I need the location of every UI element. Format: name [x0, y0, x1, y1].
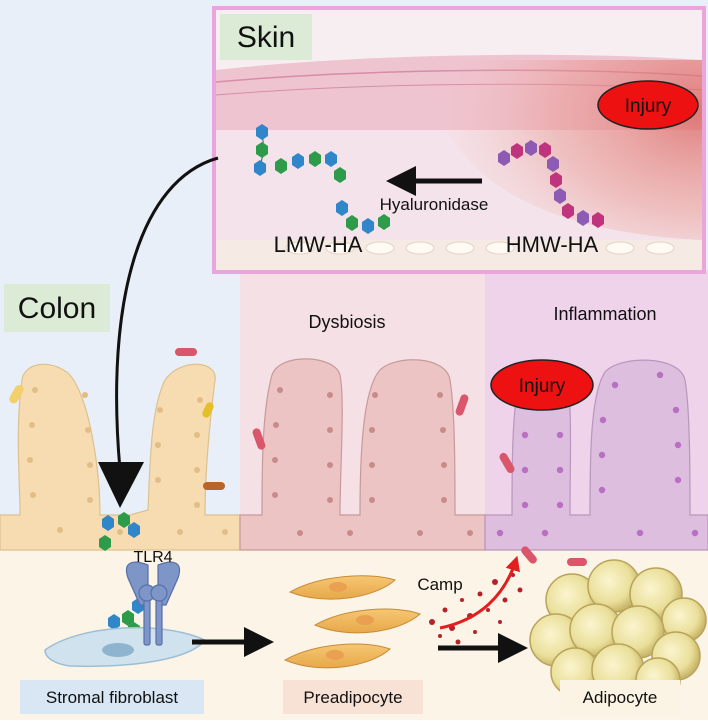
preadipocyte-label: Preadipocyte	[303, 688, 402, 707]
stromal-fibroblast: TLR4	[44, 549, 207, 668]
bacterium-yellow-2	[202, 402, 214, 418]
bacterium-pink-2	[455, 394, 469, 416]
fibroblast-nucleus	[102, 643, 134, 657]
tlr4-receptor	[126, 561, 180, 646]
lmw-ha-chain-1	[254, 124, 268, 176]
colon-title-box	[4, 284, 110, 332]
bacterium-pink-3	[499, 452, 515, 474]
skin-title-box	[220, 14, 312, 60]
bacterium-pink-4	[521, 546, 537, 564]
lmw-ha-label: LMW-HA	[274, 232, 363, 257]
colon-injury-ellipse	[490, 359, 594, 411]
stromal-label: Stromal fibroblast	[46, 688, 179, 707]
camp-arrow	[439, 555, 521, 630]
hmw-ha-chain	[498, 140, 604, 228]
skin-to-colon-arrow-shaft	[115, 156, 219, 471]
stromal-label-box	[20, 680, 204, 714]
bacterium-pink-5	[567, 558, 587, 566]
bacteria	[9, 348, 587, 566]
preadipocyte-label-box	[283, 680, 423, 714]
preadipocytes	[283, 575, 421, 669]
lmw-ha-chain-2	[275, 151, 346, 183]
camp-label: Camp	[417, 575, 462, 594]
ha-fragments	[99, 124, 604, 638]
lmw-ha-chain-3	[336, 200, 390, 234]
adipocyte-label: Adipocyte	[583, 688, 658, 707]
skin-injury-ellipse	[597, 80, 699, 130]
colon-title: Colon	[18, 292, 96, 325]
hyaluronidase-label: Hyaluronidase	[380, 195, 489, 214]
cell-labels: Stromal fibroblast Preadipocyte Adipocyt…	[20, 680, 680, 714]
bacterium-pink	[252, 428, 266, 450]
inflammation-label: Inflammation	[553, 304, 656, 324]
colon-injury-label: Injury	[519, 376, 566, 397]
bacterium-yellow	[9, 384, 24, 404]
bacterium-red	[175, 348, 197, 356]
skin-panel: Skin Injury Hyaluronidase LMW-HA HMW-HA	[212, 6, 706, 274]
bacterium-brown	[203, 482, 225, 490]
skin-injury-label: Injury	[625, 96, 672, 117]
epithelium-pink	[239, 358, 486, 551]
hmw-ha-label: HMW-HA	[506, 232, 599, 257]
skin-to-colon-arrowhead	[98, 462, 144, 508]
tlr4-label: TLR4	[133, 549, 172, 566]
adipocyte-label-box	[560, 680, 680, 714]
dysbiosis-label: Dysbiosis	[308, 312, 385, 332]
colon-lmw-ha-chain	[99, 512, 140, 551]
skin-title: Skin	[237, 21, 295, 54]
